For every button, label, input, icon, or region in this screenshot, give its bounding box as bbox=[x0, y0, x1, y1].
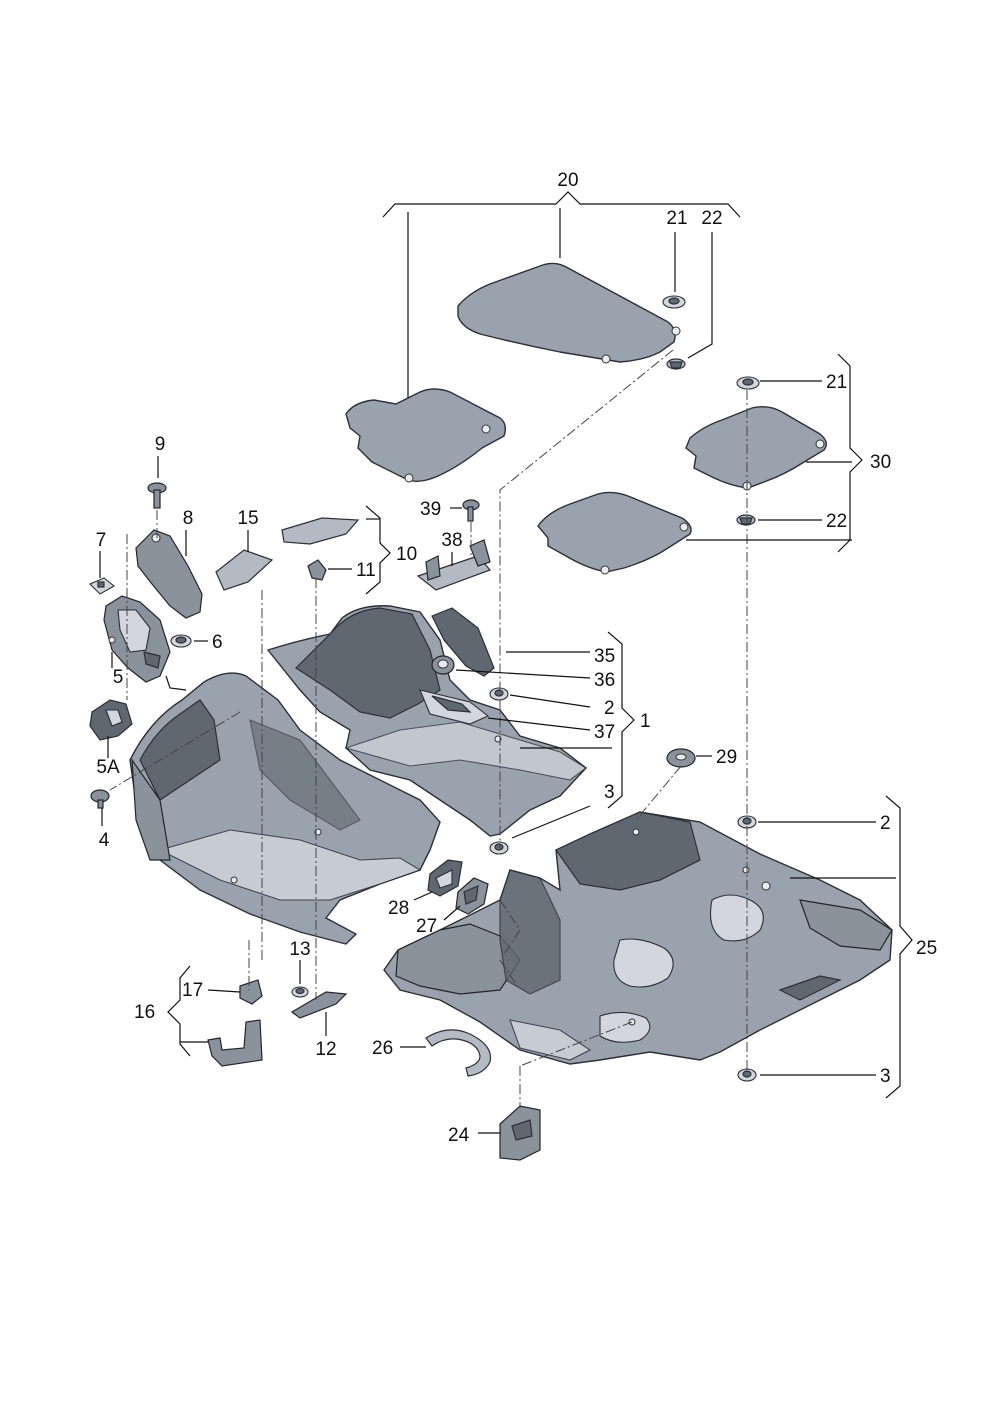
footrest-pad-8 bbox=[135, 529, 203, 619]
clip-7 bbox=[89, 577, 115, 595]
label-22-top: 22 bbox=[701, 208, 722, 229]
screw-39 bbox=[462, 499, 480, 522]
label-12: 12 bbox=[315, 1039, 336, 1060]
label-5a: 5A bbox=[96, 757, 120, 778]
label-21-top: 21 bbox=[666, 208, 687, 229]
label-21-rear: 21 bbox=[826, 372, 847, 393]
holder-38 bbox=[416, 539, 492, 591]
bracket-16 bbox=[207, 1019, 263, 1067]
label-1: 1 bbox=[640, 711, 651, 732]
plug-3-front bbox=[489, 841, 509, 855]
clip-21-top bbox=[662, 295, 686, 309]
pad-10 bbox=[281, 517, 360, 545]
screw-9 bbox=[147, 482, 167, 509]
label-29: 29 bbox=[716, 747, 737, 768]
cover-5a bbox=[89, 699, 133, 741]
cover-28 bbox=[427, 859, 463, 897]
label-20: 20 bbox=[557, 170, 578, 191]
clip-22-top bbox=[666, 358, 686, 370]
label-36: 36 bbox=[594, 670, 615, 691]
label-25: 25 bbox=[916, 938, 937, 959]
bracket-17 bbox=[239, 979, 263, 1005]
label-22-rear: 22 bbox=[826, 511, 847, 532]
label-26: 26 bbox=[372, 1038, 393, 1059]
rear-floor-mat-left bbox=[537, 491, 692, 575]
label-7: 7 bbox=[96, 530, 107, 551]
label-16: 16 bbox=[134, 1002, 155, 1023]
front-floor-mat-left bbox=[345, 388, 507, 483]
label-6: 6 bbox=[212, 632, 223, 653]
label-13: 13 bbox=[289, 939, 310, 960]
label-39: 39 bbox=[420, 499, 441, 520]
front-carpet-left bbox=[129, 672, 441, 945]
ring-26 bbox=[425, 1029, 492, 1077]
label-8: 8 bbox=[183, 508, 194, 529]
clip-21-rear bbox=[736, 376, 760, 390]
grommet-36 bbox=[431, 655, 455, 675]
label-2-rear: 2 bbox=[880, 813, 891, 834]
grommet-29 bbox=[666, 748, 696, 768]
plug-2-rear bbox=[737, 815, 757, 829]
label-27: 27 bbox=[416, 916, 437, 937]
front-floor-mat-right bbox=[457, 262, 681, 364]
label-3-front: 3 bbox=[604, 782, 615, 803]
cover-27 bbox=[455, 877, 489, 915]
fastener-4 bbox=[90, 789, 110, 809]
label-3-rear: 3 bbox=[880, 1066, 891, 1087]
plug-3-rear bbox=[737, 1068, 757, 1082]
label-10: 10 bbox=[396, 544, 417, 565]
footrest-bracket-5 bbox=[103, 595, 187, 691]
label-2-front: 2 bbox=[604, 698, 615, 719]
label-38: 38 bbox=[441, 530, 462, 551]
label-9: 9 bbox=[155, 434, 166, 455]
label-35: 35 bbox=[594, 646, 615, 667]
clip-11 bbox=[307, 559, 327, 581]
cover-24 bbox=[499, 1105, 541, 1161]
label-37: 37 bbox=[594, 722, 615, 743]
plug-2-front bbox=[489, 687, 509, 701]
rear-floor-mat-right bbox=[685, 405, 827, 491]
label-15: 15 bbox=[237, 508, 258, 529]
rear-carpet bbox=[383, 811, 893, 1065]
front-carpet-center bbox=[266, 605, 588, 837]
label-5: 5 bbox=[113, 667, 124, 688]
callout-labels: 20 21 22 21 30 22 9 8 15 39 38 10 7 11 6… bbox=[96, 170, 937, 1146]
label-4: 4 bbox=[99, 830, 110, 851]
nut-13 bbox=[291, 986, 309, 998]
label-28: 28 bbox=[388, 898, 409, 919]
label-17: 17 bbox=[182, 980, 203, 1001]
label-24: 24 bbox=[448, 1125, 470, 1146]
label-11: 11 bbox=[356, 560, 376, 581]
leader-lines bbox=[99, 191, 913, 1134]
pad-15 bbox=[215, 549, 274, 591]
bracket-12 bbox=[290, 991, 348, 1019]
label-30: 30 bbox=[870, 452, 891, 473]
assembly-lines bbox=[109, 349, 748, 1108]
nut-6 bbox=[170, 634, 192, 648]
clip-22-rear bbox=[736, 514, 756, 526]
